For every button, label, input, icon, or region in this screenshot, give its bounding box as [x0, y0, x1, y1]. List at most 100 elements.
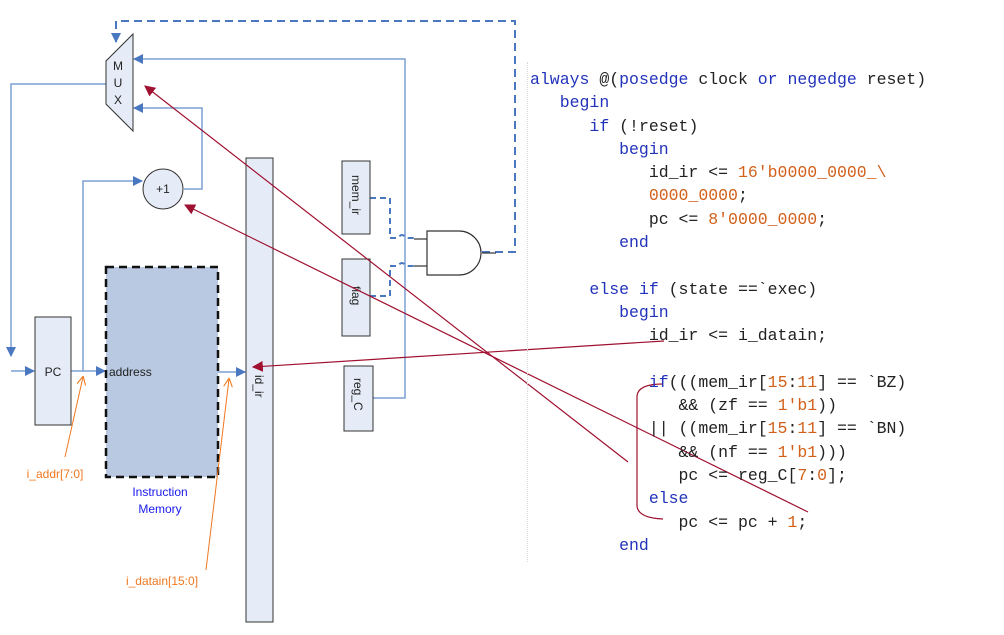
instruction-memory: address Instruction Memory: [104, 265, 220, 516]
annotation-arrow-to-inc: [184, 204, 809, 513]
incrementer-label: +1: [156, 182, 170, 196]
code-line: pc <= 8'0000_0000;: [530, 208, 926, 231]
code-text: :: [807, 466, 818, 486]
mux-label-3: X: [114, 93, 122, 107]
code-number: 0: [817, 466, 828, 486]
mux-label-1: M: [113, 59, 123, 73]
code-keyword: if: [648, 372, 669, 392]
code-text: id_ir <=: [648, 163, 738, 183]
code-indent: [530, 117, 589, 136]
code-bracket: [636, 383, 664, 520]
pc-label: PC: [45, 365, 62, 379]
code-indent: [530, 536, 619, 555]
code-indent: [530, 373, 649, 392]
code-text: pc <= reg_C[: [678, 466, 798, 486]
code-text: clock: [688, 70, 758, 89]
code-number: 11: [797, 372, 818, 392]
code-text: && (zf ==: [678, 396, 778, 416]
code-keyword: if: [638, 279, 659, 299]
reg-c-label: reg_C: [351, 378, 365, 411]
annotation-arrow-to-idir: [251, 340, 665, 372]
code-indent: [530, 443, 679, 462]
inc-to-mux-wire: [133, 103, 203, 190]
verilog-code-block: always @(posedge clock or negedge reset)…: [530, 68, 926, 557]
code-line: if (!reset): [530, 115, 926, 138]
code-line: else if (state ==`exec): [530, 278, 926, 301]
code-line: end: [530, 231, 926, 254]
code-line: end: [530, 534, 926, 557]
code-keyword: end: [619, 233, 649, 253]
memory-caption-2: Memory: [138, 502, 181, 516]
code-indent: [530, 303, 619, 322]
code-keyword: or: [757, 70, 778, 89]
incrementer-block: +1: [142, 168, 184, 210]
code-line: pc <= pc + 1;: [530, 511, 926, 534]
code-line: else: [530, 487, 926, 510]
code-text: || ((mem_ir[: [648, 419, 768, 439]
code-line: begin: [530, 301, 926, 324]
annotation-arrow-to-mux: [144, 85, 629, 463]
code-keyword: else: [589, 279, 630, 299]
code-text: ))): [817, 442, 847, 462]
code-line: id_ir <= 16'b0000_0000_\: [530, 161, 926, 184]
mux-block: M U X: [105, 32, 134, 133]
regc-to-mux-wire: [133, 54, 406, 399]
code-text: (state ==`exec): [658, 279, 818, 299]
code-number: 1'b1: [777, 442, 818, 462]
code-text: pc <= pc +: [678, 512, 788, 532]
code-text: ;: [737, 186, 748, 206]
pc-to-inc-wire: [82, 176, 143, 371]
code-indent: [530, 210, 649, 229]
code-text: [778, 70, 788, 89]
code-guide-line: [527, 62, 528, 562]
code-indent: [530, 513, 679, 532]
code-line: if(((mem_ir[15:11] == `BZ): [530, 371, 926, 394]
code-indent: [530, 163, 649, 182]
code-number: 1: [787, 512, 798, 532]
code-keyword: always: [530, 70, 590, 89]
code-text: id_ir <= i_datain;: [648, 326, 828, 346]
code-keyword: if: [589, 116, 610, 136]
code-text: :: [787, 419, 798, 439]
code-line: || ((mem_ir[15:11] == `BN): [530, 417, 926, 440]
code-keyword: begin: [559, 93, 610, 113]
code-indent: [530, 93, 560, 112]
code-number: 16'b0000_0000_\: [737, 163, 887, 183]
code-keyword: end: [619, 535, 649, 555]
code-line: begin: [530, 138, 926, 161]
code-indent: [530, 140, 619, 159]
code-line: id_ir <= i_datain;: [530, 324, 926, 347]
code-number: 11: [797, 419, 818, 439]
id-ir-register: id_ir: [245, 157, 274, 623]
code-number: 8'0000_0000: [708, 209, 818, 229]
code-text: (!reset): [609, 116, 699, 136]
code-line: always @(posedge clock or negedge reset): [530, 68, 926, 91]
code-line: && (zf == 1'b1)): [530, 394, 926, 417]
code-number: 15: [767, 372, 788, 392]
i-datain-label: i_datain[15:0]: [126, 574, 198, 588]
code-indent: [530, 326, 649, 345]
code-text: pc <=: [648, 209, 709, 229]
reg-c-register: reg_C: [343, 365, 374, 432]
code-text: [629, 280, 639, 299]
memory-caption-1: Instruction: [132, 485, 187, 499]
code-keyword: posedge: [619, 70, 689, 89]
code-text: ;: [797, 512, 808, 532]
i-addr-label: i_addr[7:0]: [27, 467, 84, 481]
i-addr-pointer: [64, 377, 83, 458]
code-text: (((mem_ir[: [668, 372, 768, 392]
code-text: && (nf ==: [678, 442, 778, 462]
and-gate: [426, 230, 482, 276]
code-number: 15: [767, 419, 788, 439]
code-keyword: begin: [619, 302, 669, 322]
code-indent: [530, 489, 649, 508]
id-ir-label: id_ir: [252, 375, 266, 398]
mem-ir-register: mem_ir: [341, 160, 371, 235]
code-indent: [530, 233, 619, 252]
code-line: [530, 254, 926, 277]
memir-to-and-wire: [370, 197, 414, 239]
code-line: begin: [530, 91, 926, 114]
code-text: ;: [817, 209, 828, 229]
code-text: :: [787, 372, 798, 392]
